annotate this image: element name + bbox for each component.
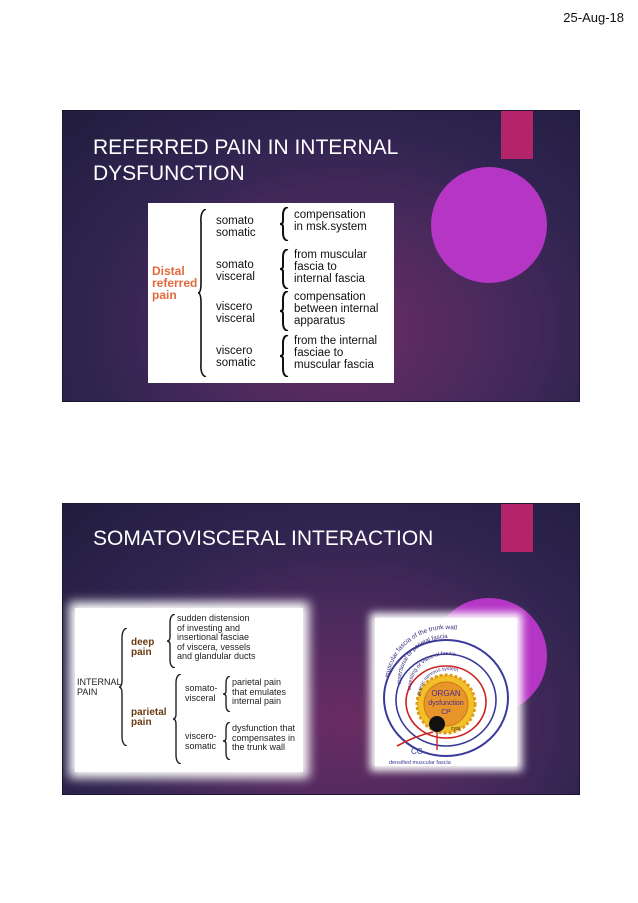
brace-icon [167,614,175,668]
cyst-label: cyst [451,726,461,732]
brace-icon [223,722,230,760]
row-desc-somato-visceral: from muscular fascia to internal fascia [294,249,367,285]
page-date: 25-Aug-18 [563,10,624,25]
slide-title: SOMATOVISCERAL INTERACTION [93,527,434,550]
accent-bar [501,111,533,159]
big-brace-icon [119,628,127,746]
row-label-somato-somatic: somato somatic [216,215,256,239]
row-label-viscero-visceral: viscero visceral [216,301,255,325]
slide-title: REFERRED PAIN IN INTERNAL DYSFUNCTION [93,136,399,185]
densified-fascia-label: densified muscular fascia [389,760,452,766]
cc-label: CC [411,747,423,756]
fascia-rings-illustration: muscular fascia of the trunk wall insert… [383,624,509,766]
dysfunction-label: dysfunction [428,700,464,707]
brace-icon [279,291,289,331]
referred-pain-diagram: Distal referred pain somato somatic comp… [148,203,394,383]
parietal-pain-label: parietal pain [131,707,167,728]
brace-icon [279,207,289,241]
decorative-circle [431,167,547,283]
brace-icon [279,249,289,289]
somato-visceral-label: somato- visceral [185,683,218,703]
row-desc-viscero-visceral: compensation between internal apparatus [294,291,379,327]
internal-pain-diagram: INTERNAL PAIN deep pain sudden distensio… [75,608,303,772]
accent-bar [501,504,533,552]
slide-referred-pain: REFERRED PAIN IN INTERNAL DYSFUNCTION Di… [62,110,580,402]
row-label-viscero-somatic: viscero somatic [216,345,256,369]
viscero-somatic-label: viscero- somatic [185,731,217,751]
cyst-dot-icon [429,716,445,732]
somato-visceral-desc: parietal pain that emulates internal pai… [232,677,287,707]
organ-fascia-diagram: muscular fascia of the trunk wall insert… [375,618,517,766]
deep-pain-desc: sudden distension of investing and inser… [177,613,256,662]
row-desc-viscero-somatic: from the internal fasciae to muscular fa… [294,335,378,371]
slide-somatovisceral-interaction: SOMATOVISCERAL INTERACTION INTERNAL PAIN… [62,503,580,795]
brace-icon [279,335,289,377]
brace-icon [173,674,181,764]
deep-pain-label: deep pain [131,637,155,658]
row-desc-somato-somatic: compensation in msk.system [294,209,367,233]
brace-icon [223,676,230,712]
distal-referred-pain-label: Distal referred pain [152,264,198,302]
cp-label: CP [441,709,451,716]
organ-label: ORGAN [431,689,461,698]
internal-pain-label: INTERNAL PAIN [77,677,122,697]
row-label-somato-visceral: somato visceral [216,259,255,283]
big-brace-icon [198,209,206,377]
viscero-somatic-desc: dysfunction that compensates in the trun… [232,723,296,753]
